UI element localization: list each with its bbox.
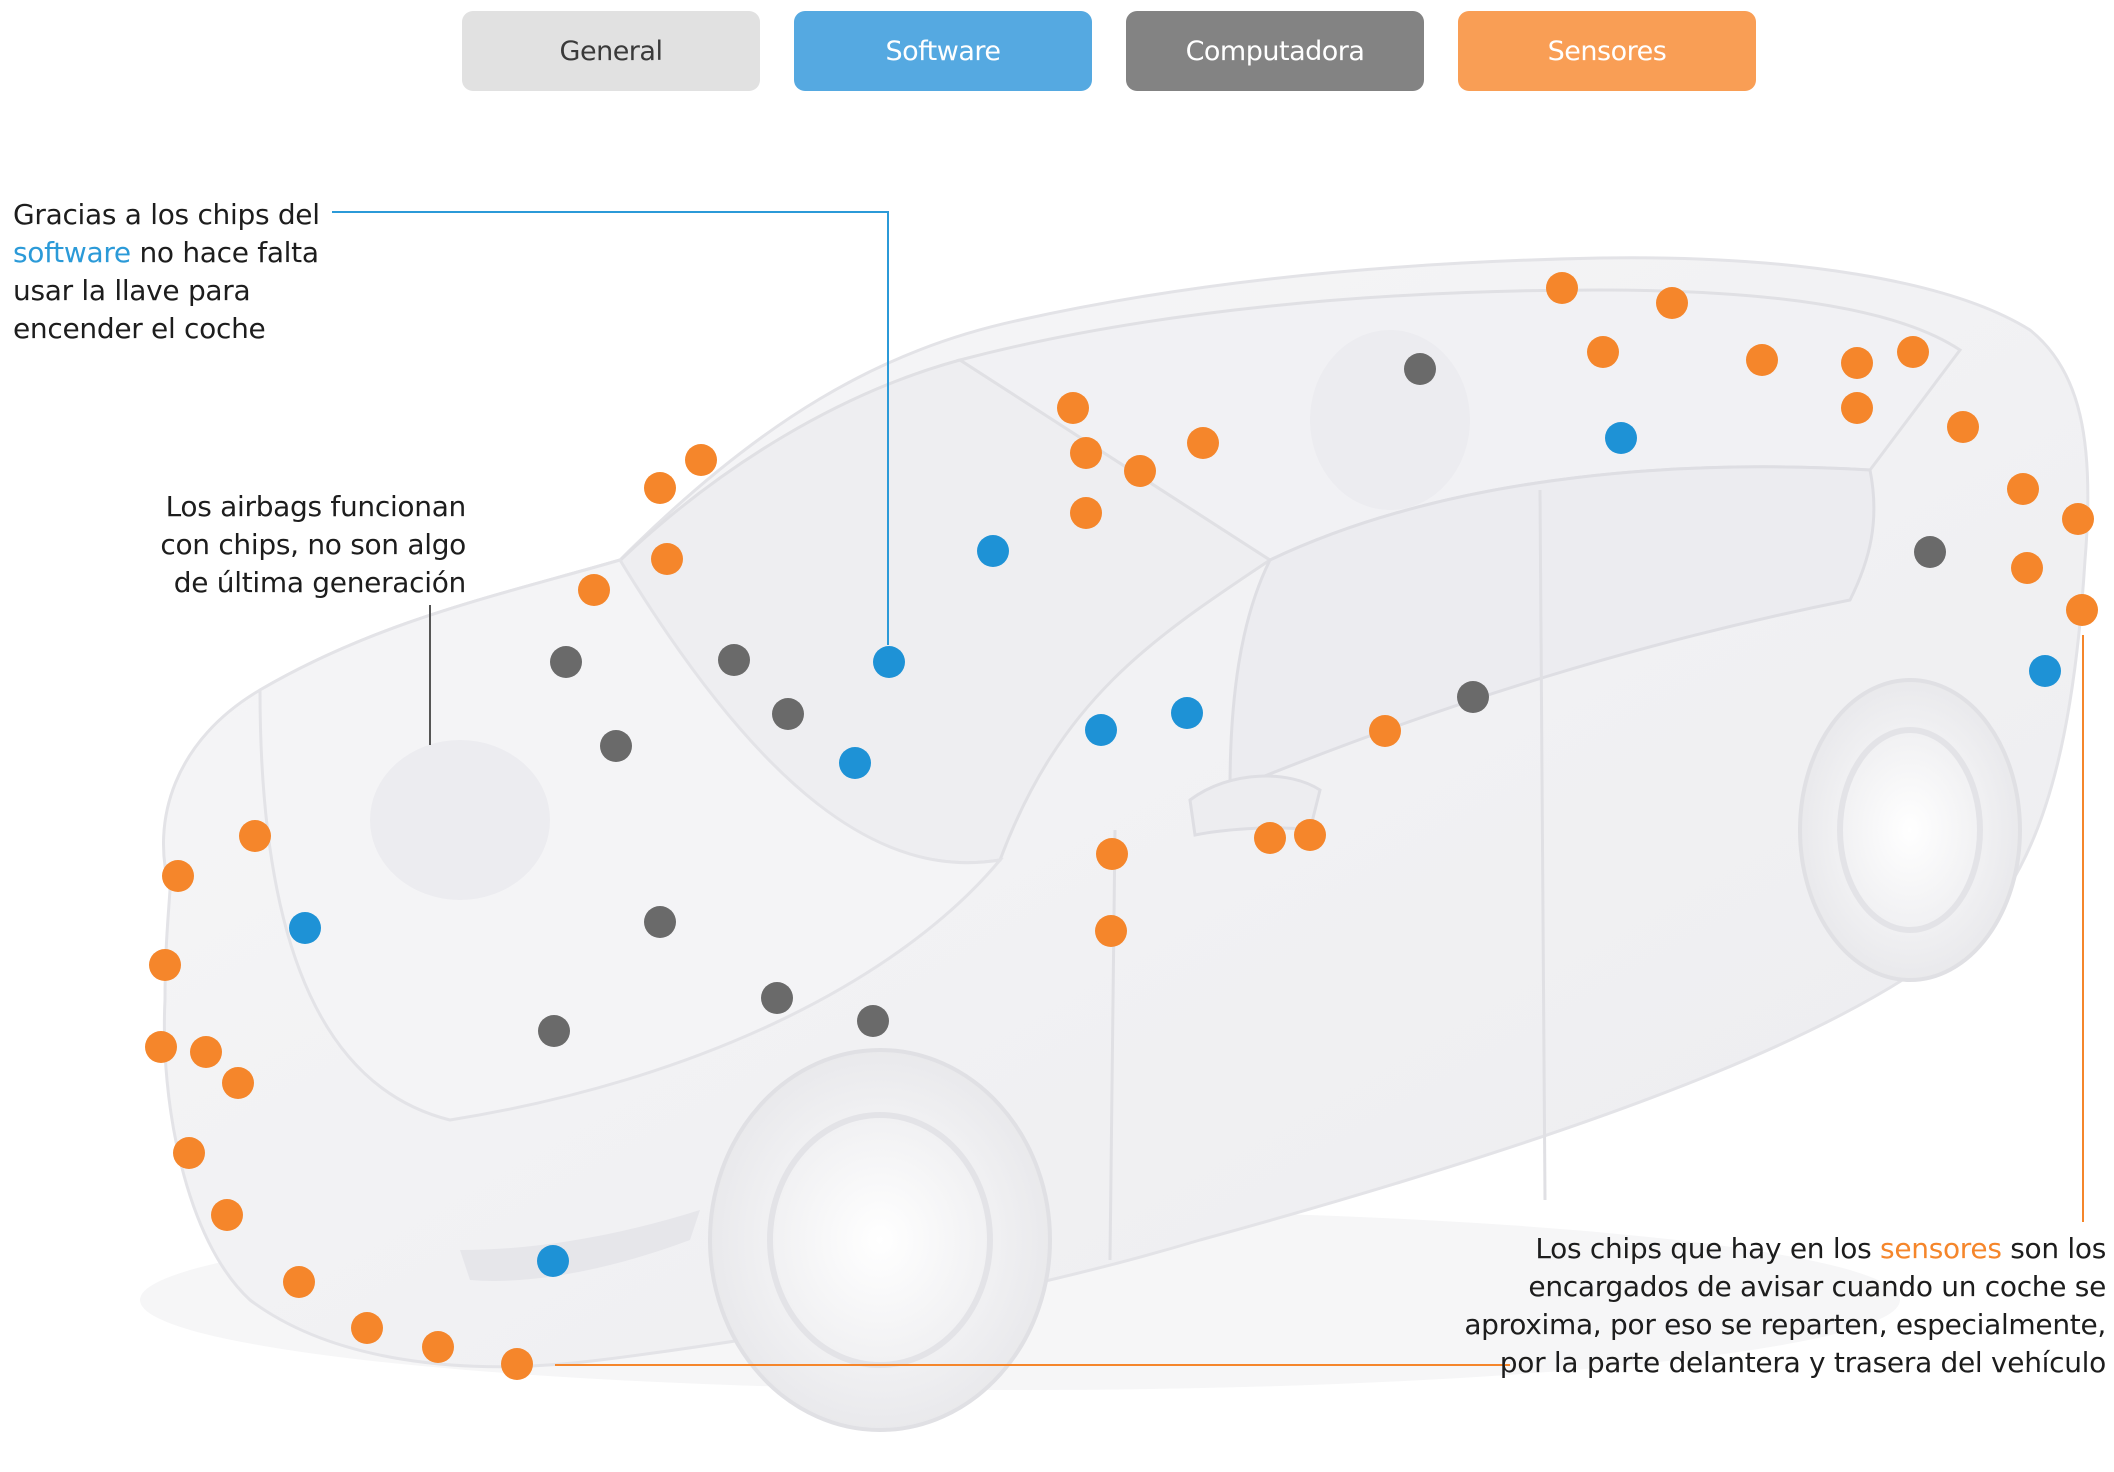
car-rear-wheel	[1798, 678, 2022, 982]
car-hood	[258, 558, 1004, 1122]
computadora-chip-dot	[761, 982, 793, 1014]
sensor-chip-dot	[190, 1036, 222, 1068]
leader-lines	[332, 211, 2084, 1366]
software-annotation-text-after: no hace falta usar la llave para encende…	[13, 236, 319, 345]
sensor-chip-dot	[1947, 411, 1979, 443]
software-leader-line	[332, 211, 889, 645]
software-annotation-text-before: Gracias a los chips del	[13, 198, 320, 231]
airbag-annotation: Los airbags funcionan con chips, no son …	[120, 488, 466, 602]
chip-markers	[145, 272, 2098, 1380]
sensor-chip-dot	[283, 1266, 315, 1298]
computadora-chip-dot	[1457, 681, 1489, 713]
sensor-chip-dot	[685, 444, 717, 476]
car-door-line	[1108, 829, 1117, 1261]
tab-sensores[interactable]: Sensores	[1458, 11, 1756, 91]
computadora-chip-dot	[857, 1005, 889, 1037]
tab-general[interactable]: General	[462, 11, 760, 91]
sensor-chip-dot	[1254, 822, 1286, 854]
sensor-chip-dot	[501, 1348, 533, 1380]
sensor-chip-dot	[1897, 336, 1929, 368]
sensor-chip-dot	[1095, 915, 1127, 947]
sensor-chip-dot	[222, 1067, 254, 1099]
sensor-chip-dot	[145, 1031, 177, 1063]
computadora-chip-dot	[550, 646, 582, 678]
sensor-chip-dot	[644, 472, 676, 504]
sensor-chip-dot	[173, 1137, 205, 1169]
sensor-chip-dot	[1124, 455, 1156, 487]
software-chip-dot	[1605, 422, 1637, 454]
car-door-line	[1538, 489, 1547, 1201]
sensor-chip-dot	[1369, 715, 1401, 747]
software-chip-dot	[1085, 714, 1117, 746]
software-chip-dot	[977, 535, 1009, 567]
sensor-chip-dot	[149, 949, 181, 981]
car-headlight	[460, 1210, 700, 1281]
car-front-wheel	[708, 1048, 1052, 1432]
software-chip-dot	[839, 747, 871, 779]
car-seat	[1310, 330, 1470, 510]
computadora-chip-dot	[1914, 536, 1946, 568]
sensor-chip-dot	[239, 820, 271, 852]
sensor-chip-dot	[211, 1199, 243, 1231]
tab-computadora[interactable]: Computadora	[1126, 11, 1424, 91]
computadora-chip-dot	[772, 698, 804, 730]
software-chip-dot	[537, 1245, 569, 1277]
sensor-chip-dot	[351, 1312, 383, 1344]
sensor-chip-dot	[422, 1331, 454, 1363]
software-chip-dot	[289, 912, 321, 944]
sensor-chip-dot	[1546, 272, 1578, 304]
sensor-annotation-text-before: Los chips que hay en los	[1535, 1232, 1881, 1265]
sensor-chip-dot	[1746, 344, 1778, 376]
sensor-chip-dot	[162, 860, 194, 892]
software-chip-dot	[1171, 697, 1203, 729]
sensor-chip-dot	[2062, 503, 2094, 535]
tab-software[interactable]: Software	[794, 11, 1092, 91]
software-chip-dot	[873, 646, 905, 678]
computadora-chip-dot	[644, 906, 676, 938]
computadora-chip-dot	[1404, 353, 1436, 385]
car-side-window	[1228, 465, 1876, 793]
car-illustration	[140, 256, 2090, 1432]
sensor-chip-dot	[1841, 392, 1873, 424]
sensor-chip-dot	[578, 574, 610, 606]
sensor-chip-dot	[2007, 473, 2039, 505]
sensor-annotation-text-after: son los encargados de avisar cuando un c…	[1464, 1232, 2106, 1379]
sensor-chip-dot	[1187, 427, 1219, 459]
computadora-chip-dot	[538, 1015, 570, 1047]
car-seat	[370, 740, 550, 900]
sensor-chip-dot	[1587, 336, 1619, 368]
sensor-chip-dot	[1841, 347, 1873, 379]
sensor-chip-dot	[1294, 819, 1326, 851]
sensor-chip-dot	[1656, 287, 1688, 319]
sensor-chip-dot	[1070, 497, 1102, 529]
car-rear-wheel-rim	[1837, 727, 1983, 933]
sensor-chip-dot	[2011, 552, 2043, 584]
software-annotation-highlight: software	[13, 236, 131, 269]
airbag-annotation-text: Los airbags funcionan con chips, no son …	[160, 490, 466, 599]
computadora-chip-dot	[600, 730, 632, 762]
sensor-chip-dot	[1057, 392, 1089, 424]
sensor-chip-dot	[2066, 594, 2098, 626]
sensor-annotation: Los chips que hay en los sensores son lo…	[1460, 1230, 2106, 1382]
sensor-chip-dot	[1070, 437, 1102, 469]
computadora-chip-dot	[718, 644, 750, 676]
sensor-annotation-highlight: sensores	[1880, 1232, 2002, 1265]
sensor-chip-dot	[651, 543, 683, 575]
software-chip-dot	[2029, 655, 2061, 687]
software-annotation: Gracias a los chips del software no hace…	[13, 196, 343, 348]
sensor-chip-dot	[1096, 838, 1128, 870]
car-mirror	[1188, 774, 1322, 837]
